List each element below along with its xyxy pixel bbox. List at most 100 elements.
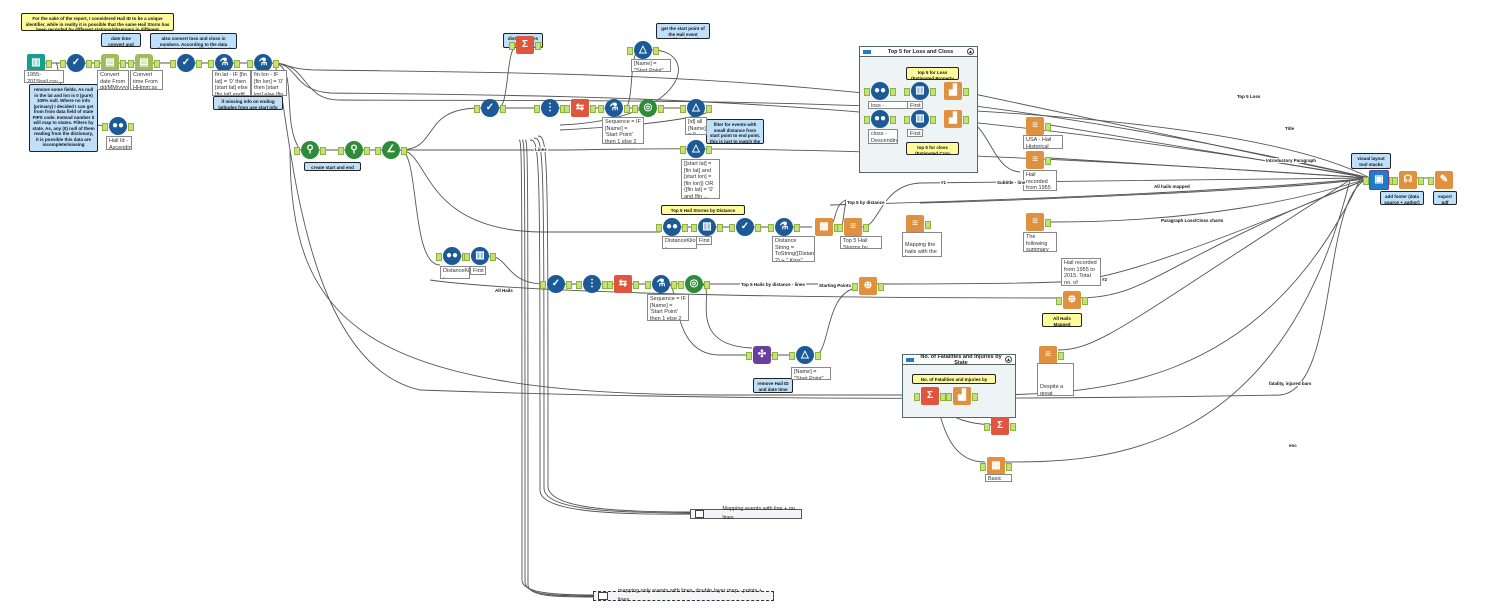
transpose-icon: ⋮ [541, 99, 559, 117]
formula-tool-dist[interactable]: ⚗ [768, 217, 800, 237]
chart-tool-fatal[interactable]: ▟ [946, 386, 978, 406]
poly-build-tool[interactable]: ◎ [632, 98, 664, 118]
network-icon: ✣ [753, 346, 771, 364]
select-tool-dist[interactable]: ✓ [729, 217, 761, 237]
sort-tool-dist2[interactable]: ●● [436, 246, 468, 266]
wire-label: fatality, injured bars [1268, 381, 1313, 386]
sample-tool-loss[interactable]: ▥ [904, 81, 936, 101]
table-icon: ▦ [987, 457, 1005, 475]
comment-fatal: No. of Fatalities and Injuries by State [912, 374, 996, 384]
filter-tool-id[interactable]: △ [680, 98, 712, 118]
wire-label: All Hails [494, 288, 514, 293]
comment-hail-id: For the sake of the report, I considered… [21, 13, 174, 31]
footer-icon: ☊ [1399, 171, 1417, 189]
crosstab-icon: ⇆ [571, 99, 589, 117]
tool-label: USA - Hail Historical Record [1023, 135, 1063, 149]
table-tool-dist[interactable]: ▦ [814, 217, 840, 237]
tool-label: Sequence = IF [Name] = 'Start Point' the… [647, 294, 689, 321]
formula-tool-lat[interactable]: ⚗ [208, 53, 240, 73]
summarize-tool[interactable]: Σ [509, 35, 541, 55]
summarize-tool-fatal[interactable]: Σ [914, 386, 946, 406]
report-text-tool-intro[interactable]: ≡ [1025, 150, 1051, 170]
report-map-tool-all[interactable]: ⊕ [1056, 290, 1088, 310]
report-text-icon: ≡ [1026, 213, 1044, 231]
filter-icon: △ [687, 99, 705, 117]
collapsed-container-mapping-lines[interactable]: Mapping events with line + no lines [690, 506, 802, 521]
comment-footer: add footer (data source + author) [1380, 191, 1424, 205]
sort-tool-closs[interactable]: ●● [864, 109, 896, 129]
expand-button[interactable] [695, 510, 705, 518]
layout-tool[interactable]: ▣ [1363, 170, 1395, 190]
poly-build-tool-lower[interactable]: ◎ [678, 274, 710, 294]
render-tool[interactable]: ✎ [1428, 170, 1454, 190]
chart-icon: ▟ [944, 110, 962, 128]
collapsed-container-mapping-double[interactable]: mapping only events with lines, double l… [593, 588, 774, 603]
report-text-tool-top5[interactable]: ≡ [837, 217, 869, 237]
tool-label: fin lon - IF [fin lon] = '0' then [start… [251, 70, 287, 96]
report-text-tool-despite[interactable]: ≡ [1038, 345, 1064, 365]
render-icon: ✎ [1435, 171, 1453, 189]
wire-label: Top 5 Hails by distance - lines [740, 282, 806, 287]
report-text-tool-mapping[interactable]: ≡ [905, 214, 931, 234]
datetime-tool-1[interactable]: ▤ [94, 53, 126, 73]
wire-label: #2 [1101, 277, 1109, 282]
sort-tool-loss[interactable]: ●● [864, 81, 896, 101]
select-tool-2[interactable]: ✓ [170, 53, 202, 73]
sample-tool-dist2[interactable]: ▥ [464, 246, 496, 266]
tool-label: Despite a great number of l... [1037, 363, 1074, 396]
tool-label: loss - Descending [868, 101, 908, 109]
summarize-tool-2[interactable]: Σ [984, 416, 1016, 436]
select-tool[interactable]: ✓ [60, 53, 92, 73]
wire-label: Top 5 by distance [846, 200, 886, 205]
tool-label: DistanceKilometers - Descending [662, 236, 697, 249]
filter-tool-start[interactable]: △ [627, 40, 659, 60]
spatial-combine-tool[interactable]: ✣ [746, 345, 778, 365]
expand-button[interactable] [598, 592, 608, 600]
transform-tool-lower[interactable]: ⇆ [607, 274, 639, 294]
chart-tool-loss[interactable]: ▟ [943, 81, 969, 101]
transpose-tool-lower[interactable]: ⋮ [576, 274, 608, 294]
tool-label: fin lat - IF [fin lat] = '0' then [start… [212, 70, 251, 96]
wire-label: Starting Points [818, 283, 853, 288]
container-icon [863, 49, 871, 54]
tool-label: First 5 [907, 101, 923, 109]
collapse-icon[interactable]: ▲ [967, 48, 974, 55]
flask-icon: ⚗ [605, 99, 623, 117]
distance-tool[interactable]: ∠ [375, 140, 407, 160]
transform-tool[interactable]: ⇆ [564, 98, 596, 118]
collapse-icon[interactable]: ▲ [1005, 356, 1012, 363]
comment-missing: if missing info on ending latitudes from… [213, 96, 283, 110]
footer-tool[interactable]: ☊ [1392, 170, 1424, 190]
sort-tool-dist[interactable]: ●● [656, 217, 688, 237]
transpose-icon: ⋮ [583, 275, 601, 293]
report-map-tool-top5[interactable]: ⊕ [852, 276, 884, 296]
filter-tool-coords[interactable]: △ [680, 139, 712, 159]
basic-table-tool[interactable]: ▦ [980, 456, 1012, 476]
select-tool-lower[interactable]: ✓ [540, 274, 572, 294]
chart-icon: ▟ [953, 387, 971, 405]
formula-tool-seq[interactable]: ⚗ [598, 98, 630, 118]
container-fatalities[interactable]: No. of Fatalities and Injuries by State ▲ [902, 354, 1016, 418]
datetime-tool-2[interactable]: ▤ [128, 53, 160, 73]
sort-tool[interactable]: ●● [102, 116, 134, 136]
filter-tool-start2[interactable]: △ [789, 345, 821, 365]
tool-label: [Name] = "Start Point" [631, 59, 671, 72]
formula-tool-seq2[interactable]: ⚗ [645, 274, 677, 294]
sample-tool-dist[interactable]: ▥ [691, 217, 723, 237]
tool-label: Convert time From HHmm:ss [130, 70, 163, 90]
create-points-tool-2[interactable]: ⚲ [338, 140, 370, 160]
create-points-tool-1[interactable]: ⚲ [294, 140, 326, 160]
report-text-tool-title[interactable]: ≡ [1025, 116, 1051, 136]
chart-tool-closs[interactable]: ▟ [943, 109, 969, 129]
comment-numbers: also convert loss and closs in numbers. … [150, 33, 237, 49]
select-tool-3[interactable]: ✓ [474, 98, 506, 118]
sample-tool-closs[interactable]: ▥ [904, 109, 936, 129]
input-data-tool[interactable]: ▥ [26, 53, 52, 73]
sort-icon: ●● [871, 82, 889, 100]
transpose-tool[interactable]: ⋮ [534, 98, 566, 118]
formula-tool-lon[interactable]: ⚗ [247, 53, 279, 73]
report-text-tool-summary[interactable]: ≡ [1025, 212, 1051, 232]
comment-filter: filter for events with small distance fr… [706, 119, 764, 144]
tool-label: The following summary will pro... [1023, 232, 1057, 252]
